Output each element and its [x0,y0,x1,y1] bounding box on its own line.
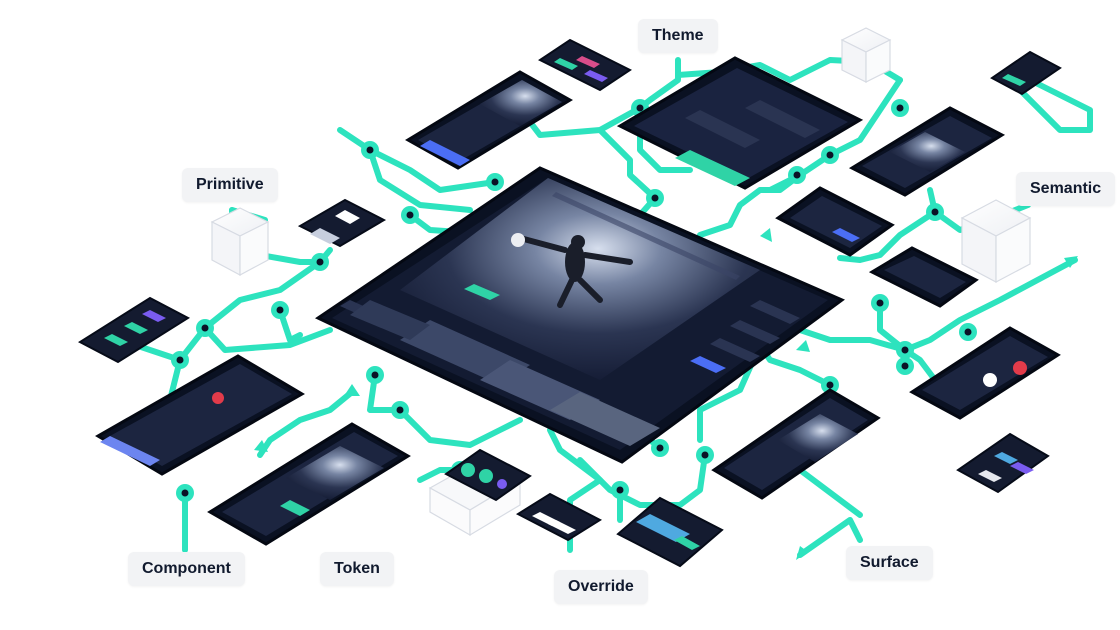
phone-far-right [909,326,1061,420]
phone-token [207,422,411,546]
node-icon [821,376,839,394]
phone-component [95,354,305,476]
primitive-card [297,198,387,248]
cube-icon [840,27,892,83]
phone-right-small [868,246,979,308]
goalkeeper-figure [511,233,633,308]
node-icon [401,206,419,224]
node-icon [896,357,914,375]
label-primitive: Primitive [182,168,278,202]
node-icon [196,319,214,337]
label-override: Override [554,570,648,604]
node-icon [651,439,669,457]
swatch-card-right [956,432,1050,494]
arrow-icon [254,440,268,452]
arrow-icon [796,340,810,352]
node-icon [896,341,914,359]
surface-card [616,496,724,568]
node-icon [788,166,806,184]
node-icon [891,99,909,117]
palette-card-right-top [990,50,1062,96]
node-icon [871,294,889,312]
main-tablet [314,166,845,464]
phone-mid-right-small [775,186,895,257]
arrow-icons [254,228,1078,560]
node-icon [391,401,409,419]
phone-top-left [405,70,573,170]
node-icon [696,446,714,464]
node-icon [486,173,504,191]
phone-surface [711,388,881,500]
arrow-icon [1064,256,1078,268]
label-token: Token [320,552,394,586]
node-icon [646,189,664,207]
node-icon [361,141,379,159]
node-icon [176,484,194,502]
node-icon [366,366,384,384]
node-icon [271,301,289,319]
override-card [515,492,603,542]
node-icon [926,203,944,221]
cube-icon [960,199,1032,283]
arrow-icon [796,546,808,560]
node-icon [821,146,839,164]
circle-card [444,448,532,502]
palette-card-top [538,38,632,92]
label-surface: Surface [846,546,933,580]
node-icon [311,253,329,271]
node-icon [611,481,629,499]
node-icon [171,351,189,369]
swatch-card-left [77,296,191,364]
arrow-icon [344,384,360,396]
label-theme: Theme [638,19,718,53]
phone-top-right [848,106,1006,197]
node-icon [959,323,977,341]
phone-theme-tablet [616,56,864,190]
label-semantic: Semantic [1016,172,1116,206]
arrow-icon [760,228,772,242]
label-component: Component [128,552,245,586]
cube-icon [210,207,270,277]
